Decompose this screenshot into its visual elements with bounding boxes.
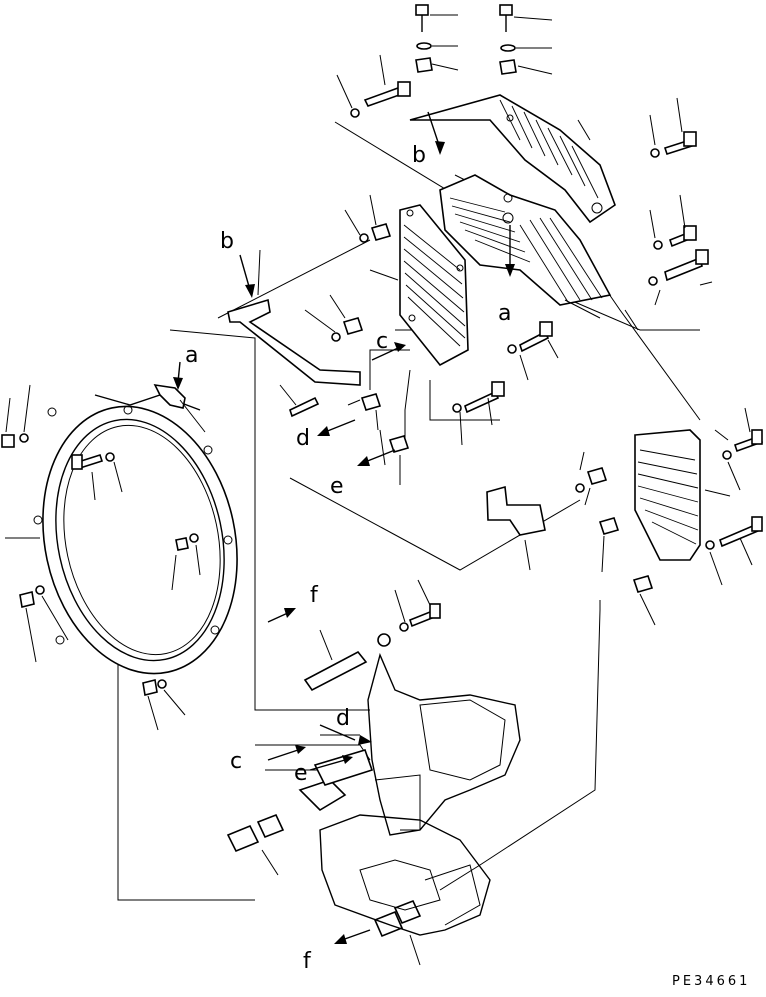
central-cover bbox=[439, 174, 612, 306]
transmission-body bbox=[298, 652, 521, 936]
callout-b: b bbox=[412, 143, 426, 168]
callout-e: e bbox=[294, 761, 308, 786]
callout-a: a bbox=[185, 343, 198, 368]
upper-bracket bbox=[409, 94, 616, 224]
callout-f: f bbox=[310, 583, 319, 608]
hardware-parts bbox=[1, 4, 764, 938]
callout-b: b bbox=[220, 229, 234, 254]
callout-d: d bbox=[336, 706, 350, 731]
callout-labels: a a b b c c d d e e f f bbox=[185, 143, 511, 974]
right-lower-guard bbox=[634, 429, 701, 561]
callout-e: e bbox=[330, 474, 344, 499]
drawing-code: PE34661 bbox=[672, 974, 750, 989]
callout-c: c bbox=[376, 329, 388, 354]
flywheel-housing bbox=[5, 394, 238, 675]
callout-f: f bbox=[303, 949, 312, 974]
callout-a: a bbox=[498, 301, 511, 326]
reference-leader-ticks bbox=[5, 14, 753, 966]
callout-c: c bbox=[230, 749, 242, 774]
support-stay bbox=[153, 298, 546, 536]
side-guard bbox=[399, 204, 469, 367]
callout-d: d bbox=[296, 426, 310, 451]
direction-arrows bbox=[173, 111, 515, 944]
